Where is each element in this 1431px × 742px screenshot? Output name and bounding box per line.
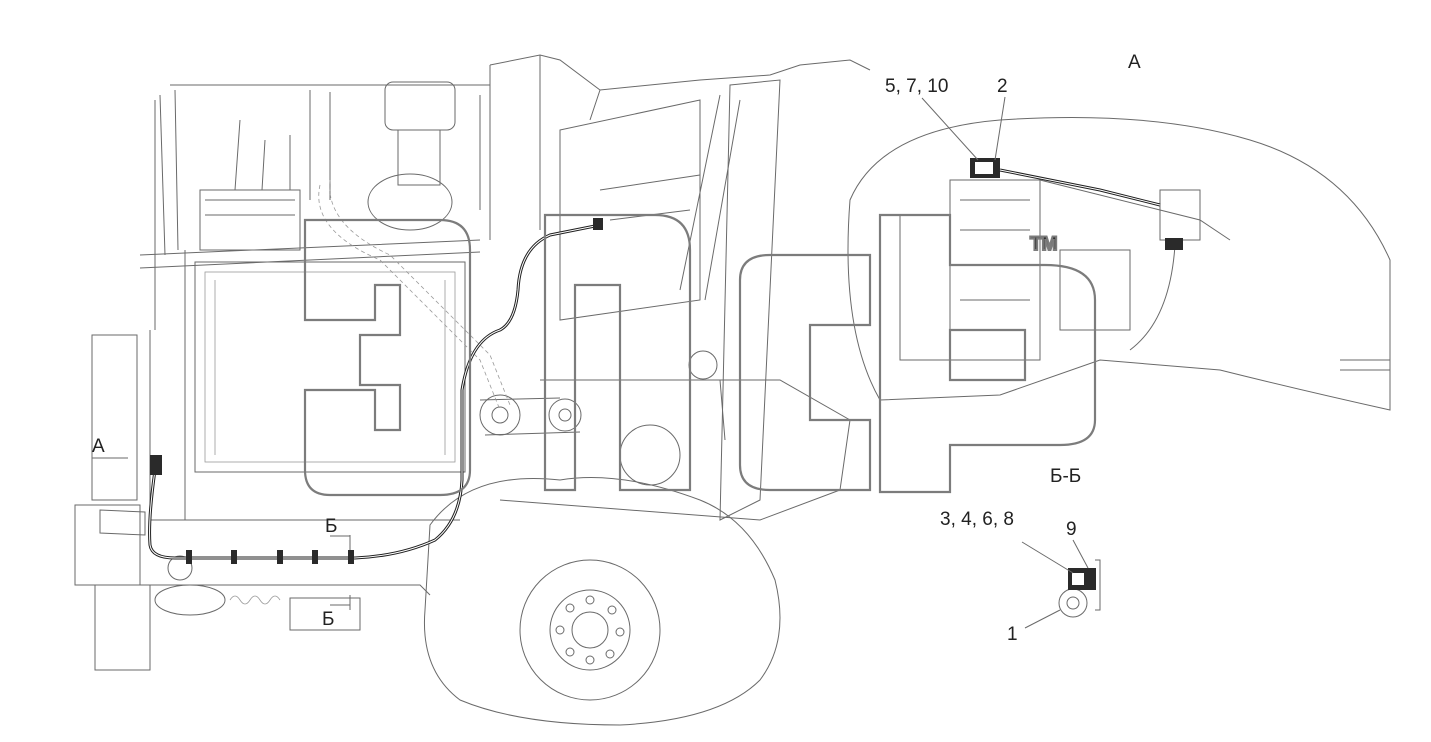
section-bb-detail bbox=[1058, 559, 1101, 618]
machine-side-view bbox=[74, 54, 871, 726]
detail-view-a bbox=[847, 117, 1391, 411]
callout-5-7-10: 5, 7, 10 bbox=[885, 76, 948, 97]
callout-2: 2 bbox=[997, 76, 1008, 97]
section-b-top-label: Б bbox=[325, 516, 337, 537]
watermark-tm: TM bbox=[1030, 234, 1057, 255]
section-b-bottom-label: Б bbox=[322, 609, 334, 630]
view-a-title: А bbox=[1128, 52, 1141, 73]
callout-1: 1 bbox=[1007, 624, 1018, 645]
section-bb-title: Б-Б bbox=[1050, 466, 1081, 487]
callout-3-4-6-8: 3, 4, 6, 8 bbox=[940, 509, 1014, 530]
leader-lines bbox=[92, 96, 1089, 629]
view-a-arrow-label: А bbox=[92, 436, 105, 457]
watermark-logo: TM bbox=[303, 213, 1097, 497]
callout-9: 9 bbox=[1066, 519, 1077, 540]
